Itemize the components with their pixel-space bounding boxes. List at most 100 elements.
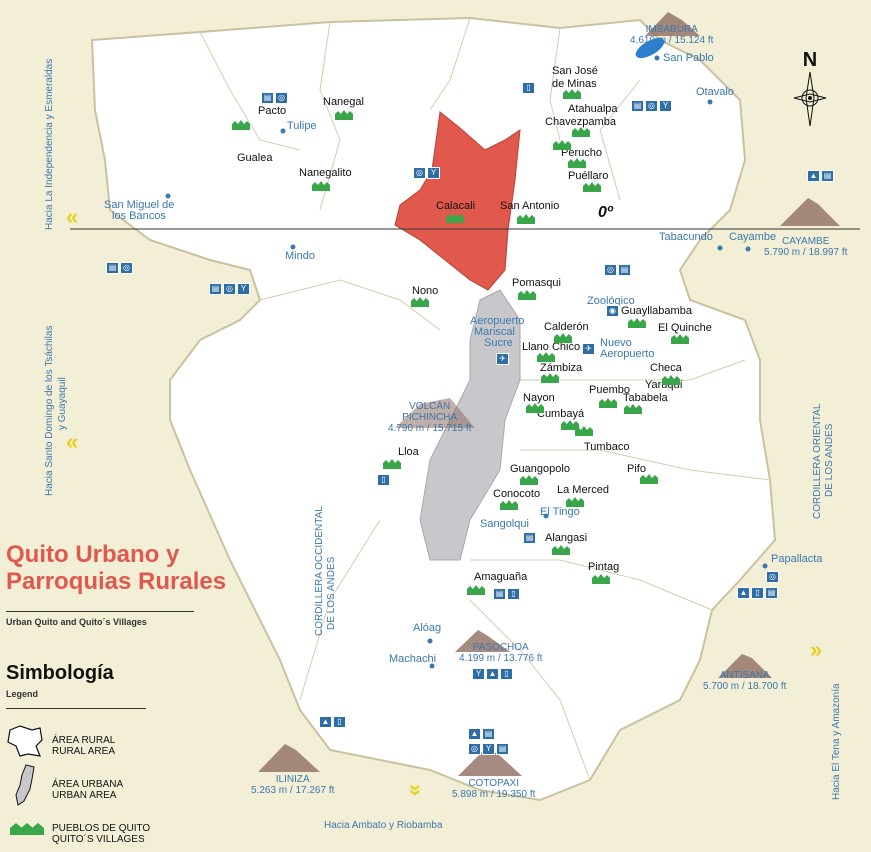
hotel-icon: ▤ (523, 532, 536, 544)
arrow-west-esmeraldas-icon: « (66, 204, 79, 229)
label-nayon: Nayon (523, 392, 555, 404)
label-guangopolo: Guangopolo (510, 463, 570, 475)
service-icons: ▤◎Y (209, 283, 250, 295)
pichincha-name1: VOLCÁN (409, 401, 451, 412)
village-icon (566, 497, 584, 507)
label-calderon: Calderón (544, 321, 589, 333)
service-icons: ✈ (582, 343, 595, 355)
label-pifo: Pifo (627, 463, 646, 475)
direction-santo-domingo-2: y Guayaquil (57, 377, 68, 430)
label-aloag: Alóag (413, 622, 442, 634)
arrow-south-ambato-icon: » (404, 783, 430, 797)
equator-label: 0º (598, 204, 613, 221)
label-san-antonio: San Antonio (500, 200, 560, 212)
village-icon (517, 214, 535, 224)
iliniza-name: ILINIZA (275, 774, 310, 785)
bike-icon: ◎ (413, 167, 426, 179)
service-icons: ◎Y▤ (468, 743, 509, 755)
service-icons: ▤◎ (261, 92, 288, 104)
label-puellaro: Puéllaro (568, 170, 609, 182)
village-icon (662, 375, 680, 385)
service-icons: ▤ (523, 532, 536, 544)
arrow-west-santo-domingo-icon: « (66, 429, 79, 454)
hiking-icon: ▲ (807, 170, 820, 182)
direction-esmeraldas: Hacia La Independencia y Esmeraldas (44, 58, 55, 230)
village-icon (554, 333, 572, 343)
label-san-jose-2: de Minas (552, 78, 597, 90)
restaurant-icon: Y (659, 100, 672, 112)
village-icon (563, 89, 581, 99)
mountain-cotopaxi: COTOPAXI 5.898 m / 19.350 ft (452, 778, 535, 800)
hotel-icon: ▤ (765, 587, 778, 599)
door-icon: ▯ (500, 668, 513, 680)
legend-divider (6, 708, 146, 709)
parish-boundaries (199, 17, 771, 781)
village-icon (541, 373, 559, 383)
zoo-icon: ◉ (606, 305, 619, 317)
label-san-miguel-1: San Miguel de (104, 199, 175, 211)
mountain-pasochoa: PASOCHOA 4.199 m / 13.776 ft (459, 642, 542, 664)
label-aeropuerto-1: Aeropuerto (470, 315, 525, 327)
label-la-merced: La Merced (557, 484, 609, 496)
label-gualea: Gualea (237, 152, 273, 164)
service-icons: ◎Y (413, 167, 440, 179)
door-icon: ▯ (751, 587, 764, 599)
label-pintag: Pintag (588, 561, 620, 573)
bike-icon: ◎ (275, 92, 288, 104)
label-calacali: Calacali (436, 200, 476, 212)
village-icon (599, 398, 617, 408)
door-icon: ▯ (377, 474, 390, 486)
label-alangasi: Alangasi (545, 532, 588, 544)
label-chavezpamba: Chavezpamba (545, 116, 616, 128)
legend-urban-es: ÁREA URBANA (52, 779, 124, 790)
label-checa: Checa (650, 362, 682, 374)
village-icon (671, 334, 689, 344)
village-icon (232, 120, 250, 130)
mountain-shapes (258, 12, 840, 776)
hiking-icon: ▲ (737, 587, 750, 599)
compass-letter: N (803, 49, 817, 71)
mountain-antisana: ANTISANA 5.700 m / 18.700 ft (703, 670, 786, 692)
label-pacto: Pacto (258, 105, 287, 117)
mountain-pichincha: VOLCÁN PICHINCHA 4.790 m / 15.715 ft (388, 401, 471, 434)
legend-rural-es: ÁREA RURAL (52, 735, 116, 746)
hotel-icon: ▤ (618, 264, 631, 276)
imbabura-lake (635, 37, 665, 59)
legend-villages-es: PUEBLOS DE QUITO (52, 823, 151, 834)
urban-area-swatch-icon (15, 764, 35, 806)
village-icon (383, 459, 401, 469)
village-icon (583, 182, 601, 192)
pichincha-alt: 4.790 m / 15.715 ft (388, 423, 472, 434)
service-icons: ◉ (606, 305, 619, 317)
village-icon (624, 404, 642, 414)
restaurant-icon: Y (427, 167, 440, 179)
legend-title: Simbología (6, 662, 114, 684)
hotel-icon: ▤ (209, 283, 222, 295)
service-icons: ◎ (766, 571, 779, 583)
village-icon (561, 420, 579, 430)
airport-icon: ✈ (582, 343, 595, 355)
label-conocoto: Conocoto (493, 488, 541, 500)
hotel-icon: ▤ (482, 728, 495, 740)
restaurant-icon: Y (482, 743, 495, 755)
cotopaxi-name: COTOPAXI (468, 778, 520, 789)
hotel-icon: ▤ (493, 588, 506, 600)
village-icon (568, 158, 586, 168)
arrow-east-tena-icon: » (810, 637, 823, 662)
village-icon (572, 127, 590, 137)
bike-icon: ◎ (766, 571, 779, 583)
label-puembo: Puembo (589, 384, 630, 396)
label-san-miguel-2: los Bancos (112, 210, 166, 222)
village-icon (537, 352, 555, 362)
cotopaxi-alt: 5.898 m / 19.350 ft (452, 789, 536, 800)
service-icons: ▲▤ (468, 728, 495, 740)
label-perucho: Perucho (561, 147, 602, 159)
village-icon (518, 290, 536, 300)
calacali-highlight (394, 111, 521, 291)
label-tababela: Tababela (623, 392, 668, 404)
map-subtitle: Urban Quito and Quito´s Villages (6, 617, 147, 627)
hotel-icon: ▤ (106, 262, 119, 274)
village-icon (552, 545, 570, 555)
label-pomasqui: Pomasqui (512, 277, 561, 289)
